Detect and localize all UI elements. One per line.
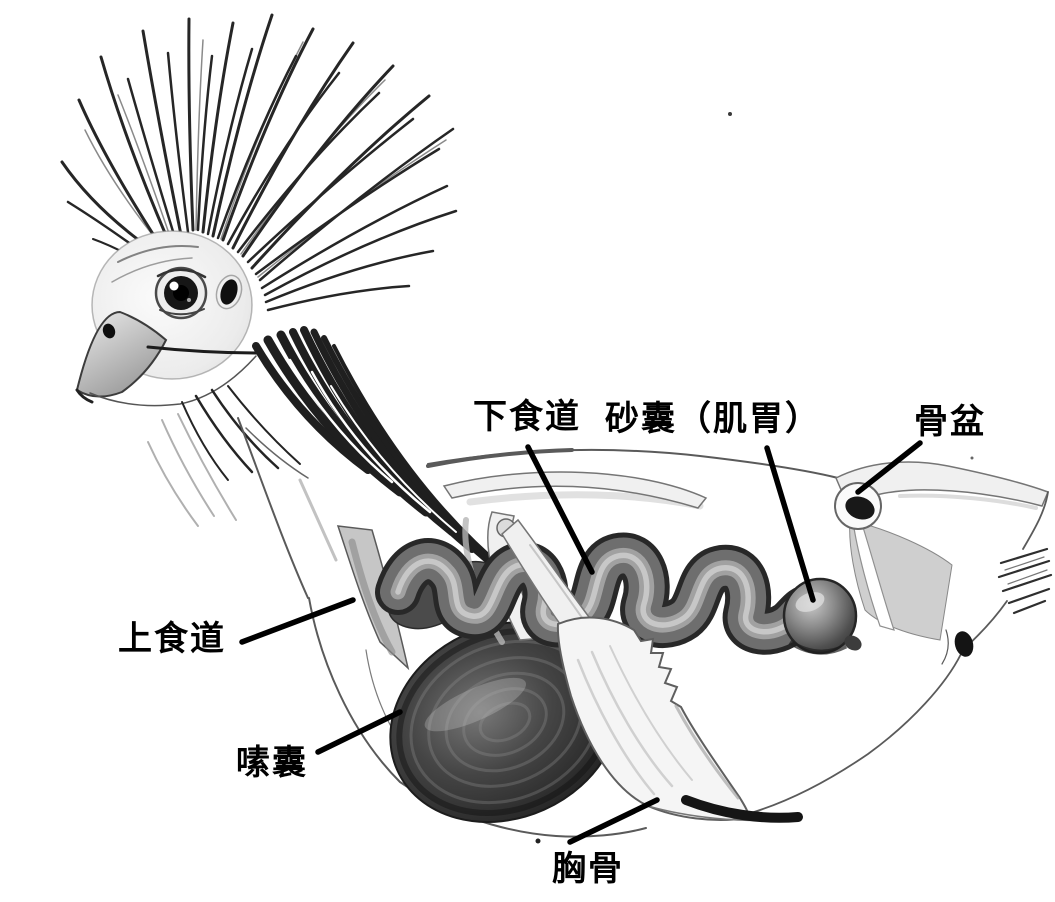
ear-patch-icon	[215, 274, 243, 310]
neck-feathers	[147, 326, 517, 599]
ink-specks	[535, 112, 974, 844]
label-upper-esophagus: 上食道	[118, 620, 226, 658]
beak-icon	[75, 310, 260, 407]
leader-upper-esophagus	[239, 597, 356, 645]
hip-socket-icon	[834, 482, 882, 530]
tail-hatching-icon	[997, 547, 1053, 615]
leader-gizzard	[764, 445, 816, 603]
pelvis-bones	[834, 461, 1053, 665]
lower-esophagus-loops	[375, 532, 833, 655]
vent-spot-icon	[954, 631, 974, 657]
label-crop: 嗉囊	[236, 744, 308, 782]
label-pelvis: 骨盆	[914, 403, 986, 441]
bird-head	[75, 230, 309, 481]
leader-lower-esophagus	[525, 444, 595, 575]
leader-lines	[239, 440, 923, 845]
leader-sternum	[567, 797, 660, 845]
nostril-icon	[102, 323, 116, 339]
scapula-bone	[442, 471, 708, 509]
label-gizzard: 砂囊（肌胃）	[605, 400, 821, 438]
upper-esophagus-organ	[298, 478, 410, 671]
label-sternum: 胸骨	[552, 850, 624, 888]
label-lower-esophagus: 下食道	[473, 398, 581, 436]
eye-icon	[154, 266, 208, 320]
leader-crop	[315, 709, 403, 755]
leader-pelvis	[855, 440, 923, 495]
gizzard-organ	[782, 577, 862, 655]
sternum-bone	[556, 616, 803, 823]
